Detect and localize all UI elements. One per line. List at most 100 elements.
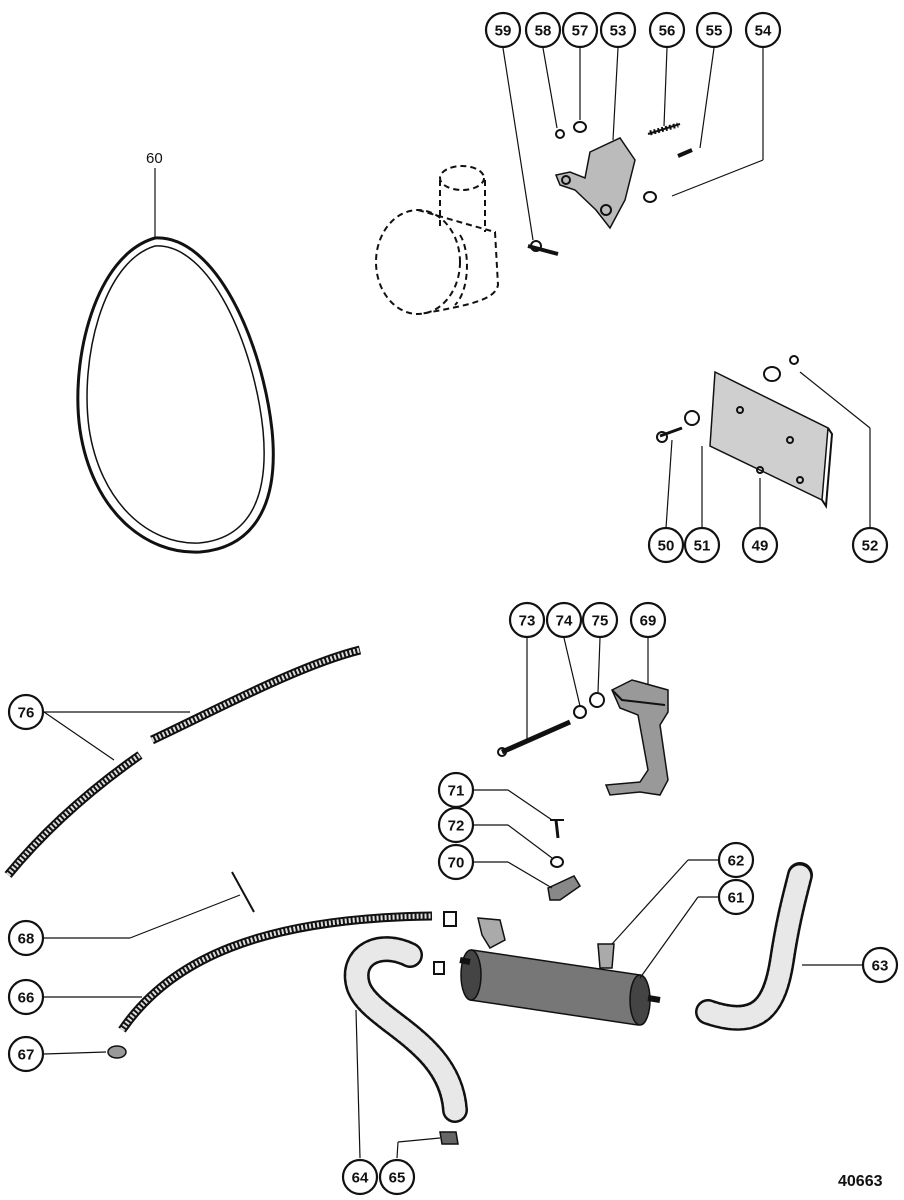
bracket-part	[554, 137, 636, 230]
callout-66: 66	[7, 978, 45, 1016]
callout-49: 49	[741, 526, 779, 564]
leader-61b	[639, 896, 699, 979]
callout-59: 59	[484, 11, 522, 49]
callout-circle	[744, 11, 782, 49]
callout-number: 65	[389, 1170, 406, 1187]
callout-55: 55	[695, 11, 733, 49]
belt-part	[76, 236, 275, 554]
fitting-62	[597, 943, 615, 969]
callout-74: 74	[545, 601, 583, 639]
callout-circle	[437, 806, 475, 844]
callout-circle	[581, 601, 619, 639]
callout-73: 73	[508, 601, 546, 639]
clip-67	[107, 1045, 127, 1059]
nut-52	[789, 355, 799, 365]
hose-63	[695, 862, 813, 1031]
callout-70: 70	[437, 843, 475, 881]
elbow-fitting	[477, 917, 506, 949]
callout-57: 57	[561, 11, 599, 49]
callout-75: 75	[581, 601, 619, 639]
callout-number: 70	[448, 855, 465, 872]
leader-71b	[507, 789, 553, 821]
callout-62: 62	[717, 841, 755, 879]
callout-51: 51	[683, 526, 721, 564]
fitting-small-2	[433, 961, 445, 975]
callout-number: 50	[658, 538, 675, 555]
fitting-small-1	[443, 911, 457, 927]
clamp-65	[439, 1131, 459, 1145]
screw-50	[656, 426, 683, 443]
callout-number: 76	[18, 705, 35, 722]
callout-circle	[378, 1158, 416, 1196]
plate-part	[709, 370, 834, 509]
callout-number: 72	[448, 818, 465, 835]
leader-59	[502, 47, 534, 241]
leader-64	[355, 1009, 361, 1159]
callout-number: 69	[640, 613, 657, 630]
callout-number: 51	[694, 538, 711, 555]
callout-number: 62	[728, 853, 745, 870]
pin-68	[231, 871, 255, 913]
callout-number: 66	[18, 990, 35, 1007]
callout-72: 72	[437, 806, 475, 844]
callout-number: 49	[752, 538, 769, 555]
callout-circle	[717, 841, 755, 879]
callout-54: 54	[744, 11, 782, 49]
callout-64: 64	[341, 1158, 379, 1196]
callout-circle	[7, 978, 45, 1016]
washer-72	[550, 856, 564, 868]
leader-72b	[507, 824, 553, 859]
leader-56	[663, 47, 668, 127]
callout-65: 65	[378, 1158, 416, 1196]
callout-number: 53	[610, 23, 627, 40]
callout-circle	[7, 1035, 45, 1073]
callout-circle	[717, 878, 755, 916]
callout-67: 67	[7, 1035, 45, 1073]
callout-circle	[508, 601, 546, 639]
callout-circle	[599, 11, 637, 49]
pump-outline	[375, 165, 500, 315]
leader-55	[699, 47, 715, 149]
support-bracket-part	[604, 679, 669, 796]
callout-circle	[7, 919, 45, 957]
leader-67	[43, 1051, 107, 1055]
leader-52b	[799, 371, 871, 429]
callout-number: 75	[592, 613, 609, 630]
callout-circle	[851, 526, 889, 564]
callout-circle	[647, 526, 685, 564]
leader-58	[542, 47, 558, 129]
callout-68: 68	[7, 919, 45, 957]
bolt-59	[527, 240, 559, 256]
callout-circle	[629, 601, 667, 639]
callout-circle	[484, 11, 522, 49]
label-60: 60	[146, 150, 163, 167]
washer-51	[684, 410, 700, 426]
callout-circle	[861, 946, 899, 984]
leader-53	[612, 47, 619, 141]
callout-69: 69	[629, 601, 667, 639]
nut-58	[555, 129, 565, 139]
callout-76: 76	[7, 693, 45, 731]
callout-number: 71	[448, 783, 465, 800]
callout-circle	[741, 526, 779, 564]
callout-circle	[7, 693, 45, 731]
leader-65a	[396, 1141, 399, 1159]
callout-circle	[545, 601, 583, 639]
leader-76b	[43, 711, 115, 761]
callout-61: 61	[717, 878, 755, 916]
leader-65b	[397, 1137, 441, 1143]
callout-number: 56	[659, 23, 676, 40]
callout-number: 74	[556, 613, 573, 630]
callout-71: 71	[437, 771, 475, 809]
callout-number: 58	[535, 23, 552, 40]
callout-number: 61	[728, 890, 745, 907]
callout-number: 73	[519, 613, 536, 630]
callout-63: 63	[861, 946, 899, 984]
leader-74	[563, 637, 581, 707]
washer-57	[573, 121, 587, 133]
leader-62b	[611, 859, 689, 945]
clamp-70	[547, 875, 582, 901]
leader-50	[665, 439, 673, 529]
